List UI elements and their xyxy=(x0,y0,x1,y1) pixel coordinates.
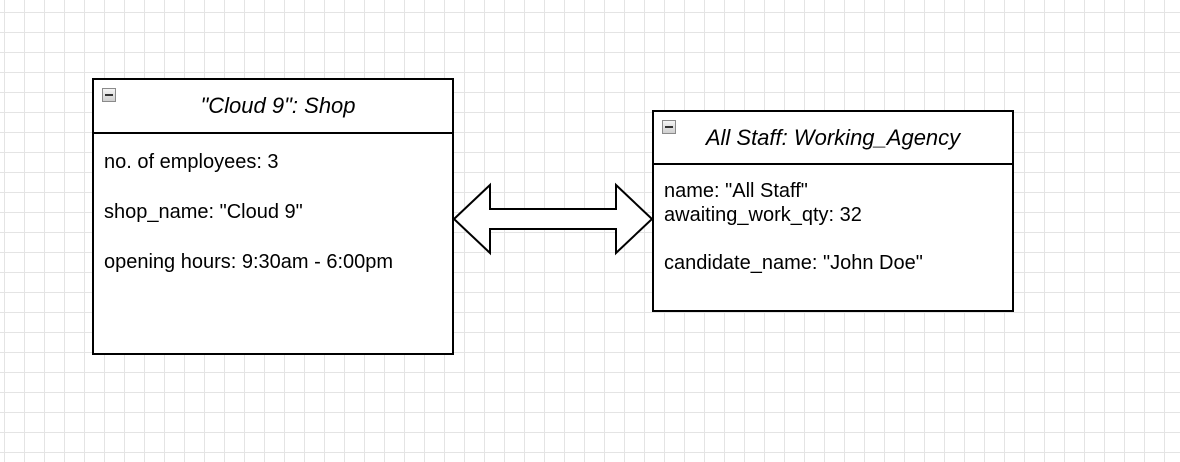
agency-attribute: name: "All Staff" xyxy=(664,180,808,202)
bidirectional-arrow-connector[interactable] xyxy=(450,180,660,260)
shop-attribute: shop_name: "Cloud 9" xyxy=(104,201,303,223)
agency-attributes: name: "All Staff" awaiting_work_qty: 32 … xyxy=(654,165,1012,310)
agency-object-header: All Staff: Working_Agency xyxy=(654,112,1012,165)
agency-object-title: All Staff: Working_Agency xyxy=(705,124,961,150)
agency-object-box[interactable]: All Staff: Working_Agency name: "All Sta… xyxy=(652,110,1014,312)
agency-attribute: awaiting_work_qty: 32 xyxy=(664,204,862,226)
bidirectional-arrow-shape[interactable] xyxy=(452,182,654,256)
collapse-minus-icon[interactable] xyxy=(102,88,116,102)
agency-attribute: candidate_name: "John Doe" xyxy=(664,252,923,274)
collapse-minus-icon[interactable] xyxy=(662,120,676,134)
shop-object-box[interactable]: "Cloud 9": Shop no. of employees: 3 shop… xyxy=(92,78,454,355)
shop-attribute: no. of employees: 3 xyxy=(104,151,279,173)
shop-object-header: "Cloud 9": Shop xyxy=(94,80,452,134)
shop-object-title: "Cloud 9": Shop xyxy=(200,93,356,118)
shop-attributes: no. of employees: 3 shop_name: "Cloud 9"… xyxy=(94,134,452,353)
shop-attribute: opening hours: 9:30am - 6:00pm xyxy=(104,251,394,273)
